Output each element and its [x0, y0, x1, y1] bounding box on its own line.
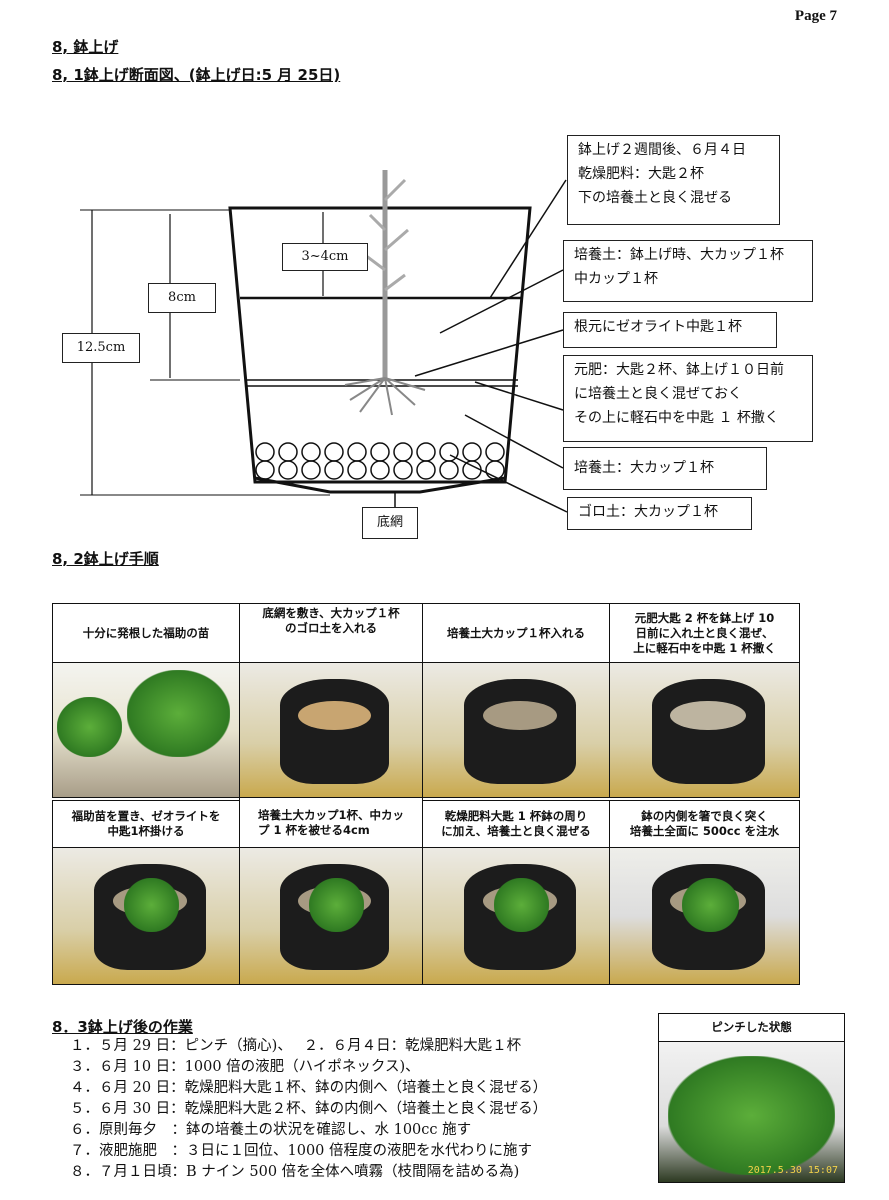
subsection-title-procedure: 8, 2鉢上げ手順 — [52, 550, 159, 568]
label-box-base-fertilizer: 元肥：大匙２杯、鉢上げ１０日前 に培養土と良く混ぜておく その上に軽石中を中匙 … — [563, 355, 813, 442]
step-photo-2 — [239, 662, 423, 798]
pebble-layer — [255, 442, 505, 480]
after-potting-task-list: １．５月 29 日：ピンチ（摘心)、 ２．６月４日：乾燥肥料大匙１杯 ３．６月 … — [70, 1036, 547, 1183]
step-caption-6: 培養土大カップ1杯、中カッ プ 1 杯を被せる4cm — [239, 797, 423, 848]
dim-label-8cm: 8cm — [148, 283, 216, 313]
task-item: ５．６月 30 日：乾燥肥料大匙２杯、鉢の内側へ（培養土と良く混ぜる） — [70, 1101, 548, 1117]
label-line: その上に軽石中を中匙 １ 杯撒く — [574, 410, 779, 426]
pot-outline — [228, 206, 532, 484]
step-photo-4 — [609, 662, 800, 798]
label-line: 培養土：大カップ１杯 — [574, 460, 714, 476]
dim-label-bottom-net: 底網 — [362, 507, 418, 539]
step-caption-1: 十分に発根した福助の苗 — [52, 603, 240, 663]
step-caption-5: 福助苗を置き、ゼオライトを 中匙1杯掛ける — [52, 800, 240, 848]
section-title: 8, 鉢上げ — [52, 38, 119, 56]
task-item: ３．６月 10 日：1000 倍の液肥（ハイポネックス)、 — [70, 1059, 420, 1075]
page-number: Page 7 — [794, 8, 837, 24]
step-photo-1 — [52, 662, 240, 798]
dim-label-12-5cm: 12.5cm — [62, 333, 140, 363]
step-caption-7: 乾燥肥料大匙 1 杯鉢の周り に加え、培養土と良く混ぜる — [422, 800, 610, 848]
label-line: に培養土と良く混ぜておく — [574, 386, 742, 402]
label-box-dry-fertilizer: 鉢上げ２週間後、６月４日 乾燥肥料：大匙２杯 下の培養土と良く混ぜる — [567, 135, 780, 225]
photo-timestamp: 2017.5.30 15:07 — [747, 1165, 838, 1176]
task-item: ７．液肥施肥 ：３日に１回位、1000 倍程度の液肥を水代わりに施す — [70, 1143, 533, 1159]
step-photo-6 — [239, 847, 423, 985]
step-caption-8: 鉢の内側を箸で良く突く 培養土全面に 500cc を注水 — [609, 800, 800, 848]
task-item: ６．原則毎夕 ：鉢の培養土の状況を確認し、水 100cc 施す — [70, 1122, 472, 1138]
dim-label-3-4cm: 3~4cm — [282, 243, 368, 271]
bottom-net — [254, 476, 506, 494]
label-box-gravel: ゴロ土：大カップ１杯 — [567, 497, 752, 530]
label-line: 下の培養土と良く混ぜる — [578, 190, 732, 206]
label-line: 中カップ１杯 — [574, 271, 658, 287]
label-box-potting-soil-bottom: 培養土：大カップ１杯 — [563, 447, 767, 490]
step-caption-3: 培養土大カップ１杯入れる — [422, 603, 610, 663]
label-line: 鉢上げ２週間後、６月４日 — [578, 142, 746, 158]
task-item: ８．７月１日頃：B ナイン 500 倍を全体へ噴霧（枝間隔を詰める為) — [70, 1164, 520, 1180]
label-line: 根元にゼオライト中匙１杯 — [574, 319, 742, 335]
label-line: 元肥：大匙２杯、鉢上げ１０日前 — [574, 362, 784, 378]
subsection-title-after-potting: 8．3鉢上げ後の作業 — [52, 1018, 193, 1036]
label-box-potting-soil-top: 培養土：鉢上げ時、大カップ１杯 中カップ１杯 — [563, 240, 813, 302]
subsection-title-cross-section: 8, 1鉢上げ断面図、(鉢上げ日:5 月 25日) — [52, 66, 341, 84]
step-photo-8 — [609, 847, 800, 985]
label-line: 培養土：鉢上げ時、大カップ１杯 — [574, 247, 784, 263]
label-line: ゴロ土：大カップ１杯 — [578, 504, 718, 520]
pinch-photo: 2017.5.30 15:07 — [658, 1041, 845, 1183]
task-item: １．５月 29 日：ピンチ（摘心)、 ２．６月４日：乾燥肥料大匙１杯 — [70, 1038, 522, 1054]
step-photo-7 — [422, 847, 610, 985]
label-line: 乾燥肥料：大匙２杯 — [578, 166, 704, 182]
step-photo-5 — [52, 847, 240, 985]
step-photo-3 — [422, 662, 610, 798]
step-caption-4: 元肥大匙 2 杯を鉢上げ 10 日前に入れ土と良く混ぜ、 上に軽石中を中匙 1 … — [609, 603, 800, 663]
label-box-zeolite: 根元にゼオライト中匙１杯 — [563, 312, 777, 348]
task-item: ４．６月 20 日：乾燥肥料大匙１杯、鉢の内側へ（培養土と良く混ぜる） — [70, 1080, 548, 1096]
pinch-photo-caption: ピンチした状態 — [658, 1013, 845, 1042]
step-caption-2: 底網を敷き、大カップ１杯 のゴロ土を入れる — [239, 603, 423, 663]
